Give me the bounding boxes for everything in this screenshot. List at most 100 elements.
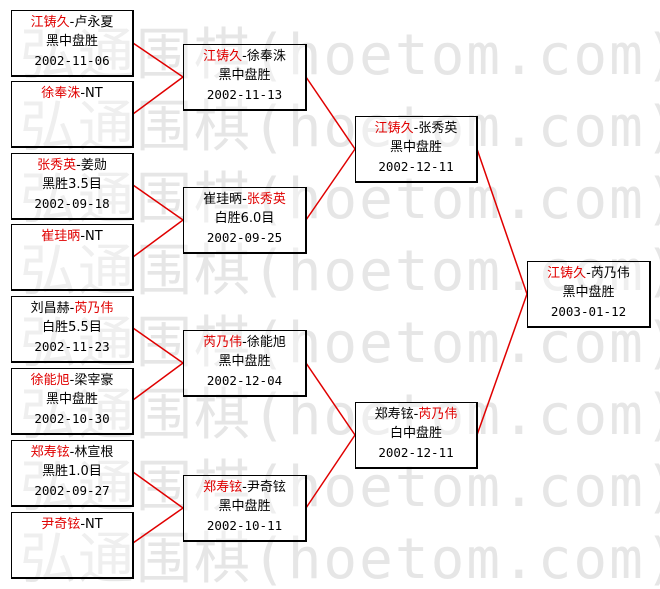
match-result: 黑中盘胜 bbox=[562, 285, 615, 300]
player-2: 梁宰豪 bbox=[74, 373, 114, 388]
match-players: 江铸久-徐奉洙 bbox=[184, 47, 305, 66]
match-box-r1: 尹奇铉-NT bbox=[11, 512, 134, 579]
separator: - bbox=[69, 301, 75, 316]
match-players: 江铸久-芮乃伟 bbox=[528, 264, 649, 283]
match-result: 黑中盘胜 bbox=[218, 499, 271, 514]
connector-line bbox=[132, 362, 184, 401]
match-box-r2: 崔珪昞-张秀英 白胜6.0目 2002-09-25 bbox=[183, 187, 307, 254]
player-1: 江铸久 bbox=[374, 121, 414, 136]
player-1: 尹奇铉 bbox=[41, 517, 81, 532]
connector-line bbox=[305, 434, 356, 509]
connector-line bbox=[305, 148, 356, 221]
player-2: NT bbox=[85, 517, 103, 532]
connector-line bbox=[476, 293, 528, 436]
match-players: 崔珪昞-NT bbox=[12, 227, 132, 246]
player-2: 芮乃伟 bbox=[418, 407, 458, 422]
match-result: 黑中盘胜 bbox=[389, 140, 442, 155]
match-date: 2002-10-30 bbox=[34, 411, 110, 426]
match-players: 江铸久-卢永夏 bbox=[12, 13, 132, 32]
match-box-r1: 崔珪昞-NT bbox=[11, 224, 134, 291]
player-1: 崔珪昞 bbox=[203, 192, 243, 207]
match-date: 2002-12-11 bbox=[378, 445, 454, 460]
match-date: 2002-09-18 bbox=[34, 196, 110, 211]
player-2: NT bbox=[85, 86, 103, 101]
player-2: 尹奇铉 bbox=[246, 480, 286, 495]
separator: - bbox=[242, 49, 247, 64]
player-2: 姜勋 bbox=[80, 158, 107, 173]
separator: - bbox=[413, 121, 419, 136]
separator: - bbox=[69, 373, 75, 388]
match-date bbox=[12, 553, 132, 572]
player-1: 张秀英 bbox=[37, 158, 77, 173]
match-box-r3: 郑寿铉-芮乃伟 白中盘胜 2002-12-11 bbox=[355, 402, 478, 469]
match-players: 芮乃伟-徐能旭 bbox=[184, 333, 305, 352]
separator: - bbox=[242, 480, 247, 495]
separator: - bbox=[76, 158, 81, 173]
player-2: 徐奉洙 bbox=[246, 49, 286, 64]
player-1: 芮乃伟 bbox=[203, 335, 243, 350]
player-1: 郑寿铉 bbox=[30, 445, 70, 460]
match-date: 2002-12-11 bbox=[378, 159, 454, 174]
connector-line bbox=[132, 327, 184, 364]
match-players: 张秀英-姜勋 bbox=[12, 156, 132, 175]
match-date: 2002-09-27 bbox=[34, 483, 110, 498]
separator: - bbox=[242, 335, 247, 350]
player-1: 江铸久 bbox=[547, 266, 587, 281]
match-result: 黑胜1.0目 bbox=[42, 464, 102, 479]
match-result: 黑中盘胜 bbox=[45, 392, 98, 407]
match-players: 江铸久-张秀英 bbox=[356, 119, 476, 138]
connector-line bbox=[305, 76, 356, 150]
player-2: 张秀英 bbox=[246, 192, 286, 207]
separator: - bbox=[80, 86, 86, 101]
match-box-r2: 郑寿铉-尹奇铉 黑中盘胜 2002-10-11 bbox=[183, 475, 307, 542]
player-1: 郑寿铉 bbox=[374, 407, 414, 422]
match-box-r2: 芮乃伟-徐能旭 黑中盘胜 2002-12-04 bbox=[183, 330, 307, 397]
match-players: 徐能旭-梁宰豪 bbox=[12, 371, 132, 390]
match-box-r1: 刘昌赫-芮乃伟 白胜5.5目 2002-11-23 bbox=[11, 296, 134, 363]
separator: - bbox=[242, 192, 247, 207]
match-date: 2002-12-04 bbox=[206, 373, 283, 388]
match-date: 2003-01-12 bbox=[550, 304, 627, 319]
match-result bbox=[12, 103, 132, 122]
match-players: 崔珪昞-张秀英 bbox=[184, 190, 305, 209]
match-date: 2002-11-06 bbox=[34, 53, 110, 68]
connector-line bbox=[132, 76, 184, 115]
connector-line bbox=[476, 148, 528, 295]
match-date bbox=[12, 122, 132, 141]
player-1: 江铸久 bbox=[30, 15, 70, 30]
match-box-final: 江铸久-芮乃伟 黑中盘胜 2003-01-12 bbox=[527, 261, 651, 328]
player-2: 芮乃伟 bbox=[74, 301, 114, 316]
player-2: 徐能旭 bbox=[246, 335, 286, 350]
match-players: 尹奇铉-NT bbox=[12, 515, 132, 534]
player-1: 江铸久 bbox=[203, 49, 243, 64]
match-players: 徐奉洙-NT bbox=[12, 84, 132, 103]
match-box-r2: 江铸久-徐奉洙 黑中盘胜 2002-11-13 bbox=[183, 44, 307, 111]
match-result: 黑中盘胜 bbox=[218, 354, 271, 369]
separator: - bbox=[413, 407, 419, 422]
player-2: 卢永夏 bbox=[74, 15, 114, 30]
match-box-r1: 徐能旭-梁宰豪 黑中盘胜 2002-10-30 bbox=[11, 368, 134, 435]
match-result bbox=[12, 246, 132, 265]
match-players: 刘昌赫-芮乃伟 bbox=[12, 299, 132, 318]
match-date: 2002-09-25 bbox=[206, 230, 283, 245]
match-date: 2002-11-13 bbox=[206, 87, 283, 102]
connector-line bbox=[132, 507, 184, 544]
connector-line bbox=[132, 42, 184, 78]
player-1: 徐能旭 bbox=[30, 373, 70, 388]
match-players: 郑寿铉-林宣根 bbox=[12, 443, 132, 462]
match-box-r3: 江铸久-张秀英 黑中盘胜 2002-12-11 bbox=[355, 116, 478, 183]
separator: - bbox=[586, 266, 591, 281]
player-2: 张秀英 bbox=[418, 121, 458, 136]
match-players: 郑寿铉-芮乃伟 bbox=[356, 405, 476, 424]
match-result: 黑中盘胜 bbox=[218, 68, 271, 83]
connector-line bbox=[305, 362, 356, 436]
player-2: NT bbox=[85, 229, 103, 244]
player-1: 崔珪昞 bbox=[41, 229, 81, 244]
match-result: 白胜6.0目 bbox=[214, 211, 275, 226]
separator: - bbox=[69, 15, 75, 30]
match-result bbox=[12, 534, 132, 553]
separator: - bbox=[80, 517, 86, 532]
player-2: 芮乃伟 bbox=[590, 266, 630, 281]
